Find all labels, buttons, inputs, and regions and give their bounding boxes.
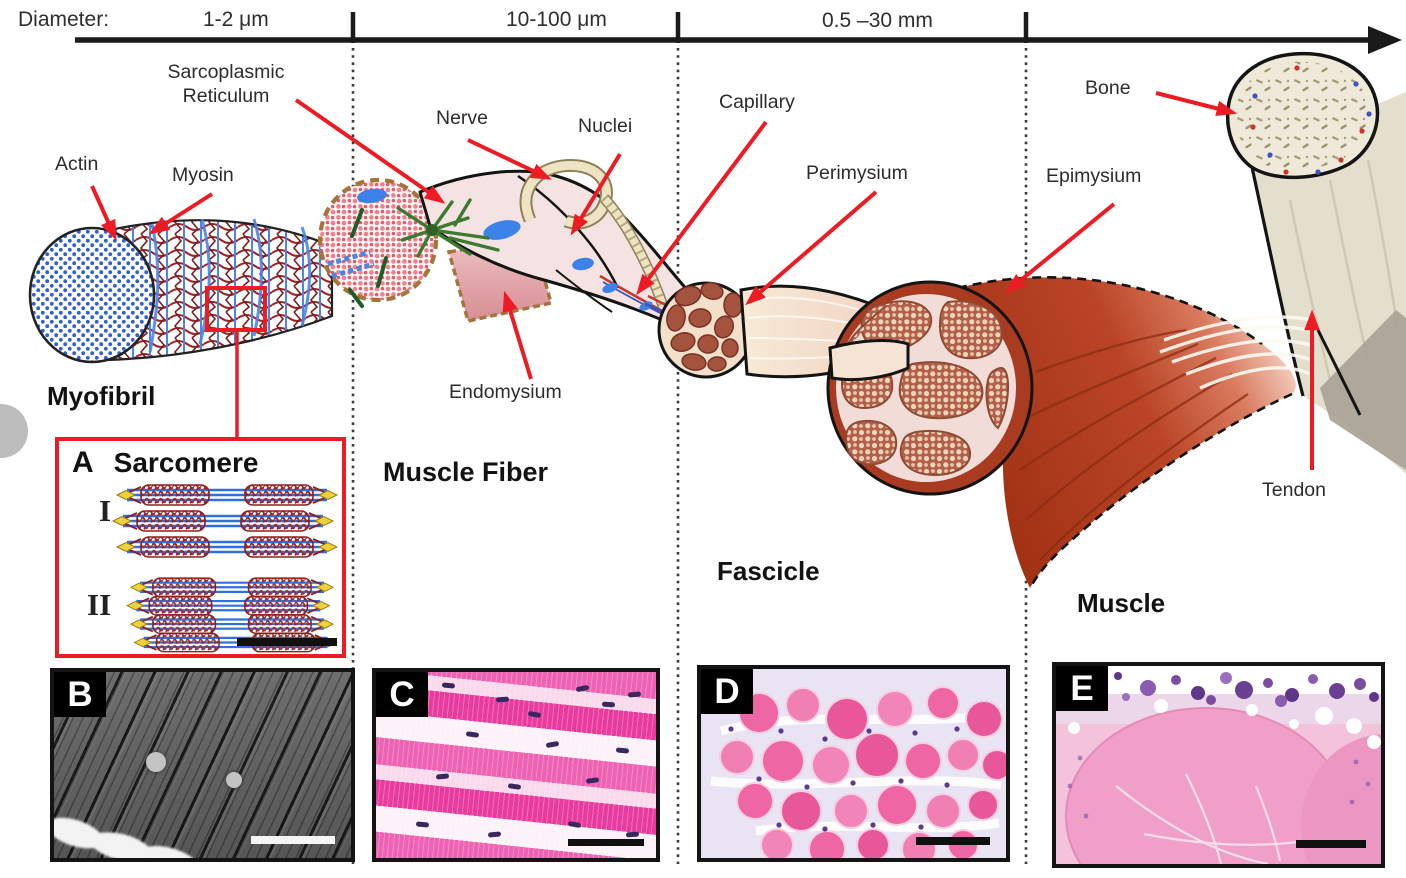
actin-arrow (90, 185, 117, 241)
panel-a-sarcomere: A Sarcomere I II (55, 437, 346, 658)
panel-b-micrograph: B (50, 668, 355, 862)
panel-a-letter: A (72, 446, 94, 479)
nerve-arrow (467, 138, 552, 180)
axis-range-2: 10-100 μm (506, 8, 607, 31)
panel-e-micrograph: E (1052, 662, 1385, 868)
label-nerve: Nerve (436, 107, 489, 129)
label-actin: Actin (55, 153, 99, 175)
muscle-drawing (826, 51, 1406, 589)
nuclei-arrow (570, 152, 622, 236)
panel-b-label: B (54, 672, 106, 717)
scale-bar-c (568, 839, 644, 846)
myofibril-drawing (28, 218, 334, 439)
scale-bar-d (916, 837, 990, 845)
scale-bar-b (251, 836, 335, 844)
axis-range-3: 0.5 –30 mm (822, 9, 933, 32)
panel-e-label: E (1056, 666, 1108, 711)
label-capillary: Capillary (719, 91, 795, 113)
level-title-muscle: Muscle (1077, 588, 1166, 618)
epimysium-arrow (1004, 202, 1116, 294)
sarcoplasmic-reticulum-arrow (294, 98, 446, 204)
panel-a-title: Sarcomere (113, 447, 259, 478)
nuclei-shapes (483, 220, 653, 311)
axis-title: Diameter: (18, 8, 110, 31)
label-bone: Bone (1085, 77, 1131, 99)
endomysium-arrow (502, 290, 533, 380)
level-title-myofibril: Myofibril (47, 381, 156, 411)
axis-arrowhead (1368, 26, 1402, 54)
myosin-arrow (148, 192, 214, 235)
sarcomere-row-II: II (87, 587, 112, 622)
label-perimysium: Perimysium (806, 162, 908, 184)
scale-bar-e (1296, 840, 1366, 848)
scale-bar-a (237, 638, 337, 646)
label-sarcoplasmic-reticulum: Sarcoplasmic Reticulum (167, 61, 285, 108)
panel-d-micrograph: D (697, 665, 1010, 862)
annotation-arrows (90, 91, 1320, 470)
label-tendon: Tendon (1262, 479, 1326, 501)
label-epimysium: Epimysium (1046, 165, 1142, 187)
level-title-fascicle: Fascicle (717, 556, 820, 586)
tendon-shape (1159, 315, 1317, 390)
level-title-muscle-fiber: Muscle Fiber (383, 457, 549, 487)
bone-cross-section (1225, 51, 1380, 180)
label-myosin: Myosin (172, 164, 234, 186)
panel-c-micrograph: C (372, 668, 660, 862)
axis-range-1: 1-2 μm (203, 8, 269, 31)
perimysium-arrow (745, 190, 878, 306)
label-endomysium: Endomysium (449, 381, 562, 403)
capillary-arrow (636, 120, 768, 296)
bone-arrow (1155, 91, 1238, 117)
sarcomere-row-I: I (99, 493, 112, 528)
diameter-axis (75, 12, 1402, 54)
label-nuclei: Nuclei (578, 115, 633, 137)
page-curl-tab[interactable] (0, 404, 28, 458)
panel-c-label: C (376, 672, 428, 717)
panel-d-label: D (701, 669, 753, 714)
